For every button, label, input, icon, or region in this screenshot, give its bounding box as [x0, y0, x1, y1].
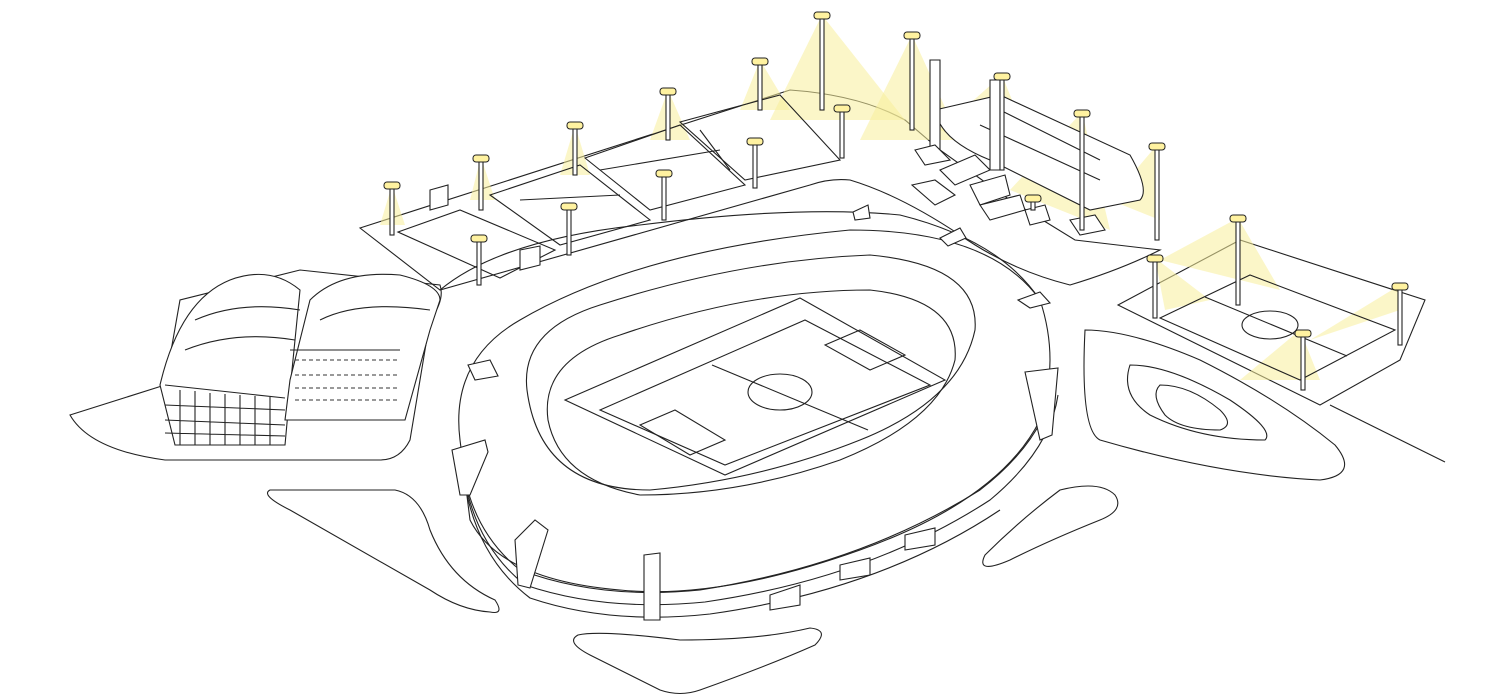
lamp-head-icon — [993, 72, 1011, 81]
lamp-head-icon — [1229, 214, 1247, 223]
floodlight-pole — [470, 234, 488, 286]
floodlight-pole — [813, 11, 831, 111]
floodlight-pole — [1073, 109, 1091, 231]
floodlight-pole — [1391, 282, 1409, 346]
floodlight-pole — [1024, 194, 1042, 211]
soccer-field — [1158, 274, 1397, 381]
floodlight-pole — [1146, 254, 1164, 319]
floodlight-pole — [993, 72, 1011, 171]
lamp-head-icon — [1073, 109, 1091, 118]
lamp-head-icon — [655, 169, 673, 178]
floodlight-pole — [566, 121, 584, 176]
floodlight-pole — [833, 104, 851, 159]
floodlight-pole — [751, 57, 769, 111]
lamp-head-icon — [1024, 194, 1042, 203]
floodlight-pole — [903, 31, 921, 131]
courts — [396, 94, 842, 279]
lamp-head-icon — [813, 11, 831, 20]
lamp-head-icon — [472, 154, 490, 163]
floodlight-pole — [659, 87, 677, 141]
ground-outlines — [69, 89, 1446, 695]
lamp-head-icon — [1146, 254, 1164, 263]
floodlight-poles — [383, 11, 1409, 391]
lamp-head-icon — [1391, 282, 1409, 291]
lamp-head-icon — [903, 31, 921, 40]
lamp-head-icon — [833, 104, 851, 113]
lamp-head-icon — [1148, 142, 1166, 151]
floodlight-pole — [746, 137, 764, 189]
floodlight-pole — [655, 169, 673, 221]
floodlight-pole — [1229, 214, 1247, 306]
lamp-head-icon — [560, 202, 578, 211]
floodlight-pole — [383, 181, 401, 236]
lamp-head-icon — [746, 137, 764, 146]
lamp-head-icon — [383, 181, 401, 190]
lamp-head-icon — [566, 121, 584, 130]
stadium — [451, 204, 1059, 621]
floodlight-pole — [1148, 142, 1166, 241]
lamp-head-icon — [470, 234, 488, 243]
lamp-head-icon — [751, 57, 769, 66]
lamp-head-icon — [1294, 329, 1312, 338]
port-terminal — [910, 59, 1144, 236]
floodlight-pole — [1294, 329, 1312, 391]
floodlight-pole — [560, 202, 578, 256]
indoor-pool — [159, 273, 441, 446]
lamp-head-icon — [659, 87, 677, 96]
floodlight-pole — [472, 154, 490, 211]
